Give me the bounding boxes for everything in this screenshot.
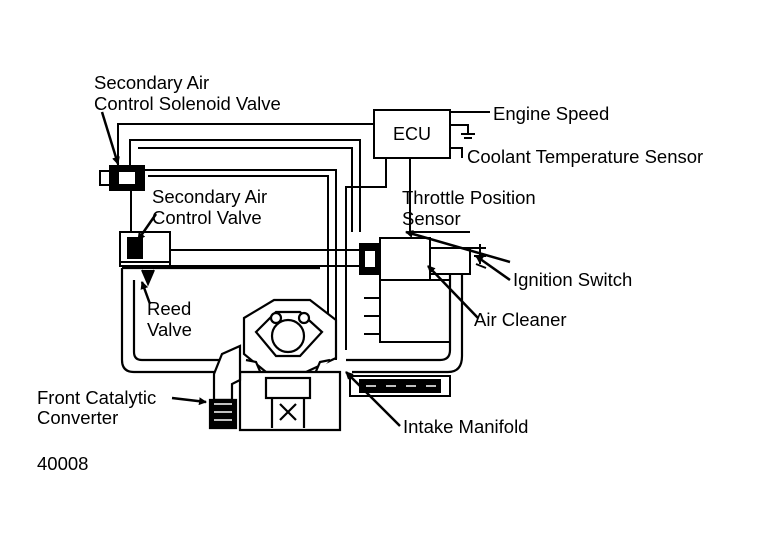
arrow-throttle bbox=[405, 230, 511, 264]
engine-block bbox=[238, 370, 342, 432]
label-control-valve-2: Control Valve bbox=[152, 207, 262, 228]
coolant-wire bbox=[450, 147, 463, 158]
label-control-valve-1: Secondary Air bbox=[152, 186, 267, 207]
label-solenoid-valve-2: Control Solenoid Valve bbox=[94, 93, 281, 114]
duct-inner bbox=[132, 280, 220, 362]
solenoid-valve-body bbox=[99, 165, 145, 191]
ground-symbol bbox=[461, 133, 475, 139]
ecu-throttle-wire bbox=[345, 158, 387, 350]
ecu-box bbox=[373, 109, 451, 159]
label-ignition-switch: Ignition Switch bbox=[513, 269, 632, 290]
ground-wire bbox=[450, 124, 469, 134]
vacuum-hoses bbox=[129, 139, 361, 360]
arrow-reed bbox=[140, 281, 152, 305]
label-coolant-sensor: Coolant Temperature Sensor bbox=[467, 146, 703, 167]
label-reed-1: Reed bbox=[147, 298, 191, 319]
label-reed-2: Valve bbox=[147, 319, 192, 340]
throttle-body bbox=[359, 237, 471, 281]
hose-solenoid-right-2 bbox=[129, 139, 361, 232]
arrow-catalytic bbox=[171, 396, 207, 406]
hose-inner-2 bbox=[138, 147, 353, 232]
ecu-label: ECU bbox=[393, 124, 431, 144]
label-throttle-2: Sensor bbox=[402, 208, 461, 229]
air-duct-loop bbox=[120, 252, 464, 374]
arrow-solenoid bbox=[100, 111, 120, 165]
duct-outer bbox=[120, 268, 220, 374]
arrow-intake bbox=[345, 371, 401, 427]
duct-right-inner bbox=[352, 252, 464, 374]
label-catalytic-1: Front Catalytic bbox=[37, 387, 156, 408]
solenoid-ecu-wire bbox=[117, 123, 374, 165]
label-intake-manifold: Intake Manifold bbox=[403, 416, 528, 437]
arrow-ignition bbox=[475, 254, 511, 282]
label-catalytic-2: Converter bbox=[37, 407, 118, 428]
cylinder-head bbox=[242, 298, 338, 377]
label-throttle-1: Throttle Position bbox=[402, 187, 536, 208]
exhaust-pipe bbox=[208, 344, 242, 430]
label-solenoid-valve-1: Secondary Air bbox=[94, 72, 209, 93]
leader-arrows bbox=[100, 111, 511, 427]
control-valve-body bbox=[119, 231, 171, 287]
label-engine-speed: Engine Speed bbox=[493, 103, 609, 124]
figure-number: 40008 bbox=[37, 453, 88, 474]
duct-right-outer bbox=[346, 252, 452, 362]
hose-solenoid-right bbox=[143, 169, 337, 360]
label-air-cleaner: Air Cleaner bbox=[474, 309, 567, 330]
arrow-control-valve bbox=[136, 213, 158, 241]
arrow-air-cleaner bbox=[427, 265, 479, 319]
hose-inner bbox=[148, 175, 329, 360]
intake-manifold-pan bbox=[349, 375, 451, 397]
air-cleaner-box bbox=[364, 279, 451, 343]
